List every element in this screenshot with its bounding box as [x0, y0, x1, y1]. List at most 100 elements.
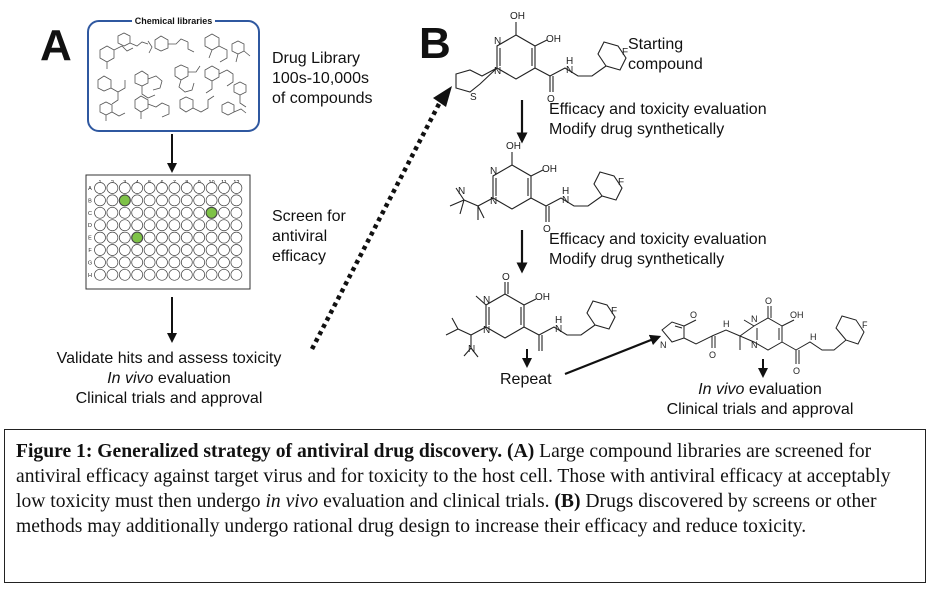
plate-well: [143, 268, 156, 281]
plate-well: [94, 268, 106, 281]
atom-n-11: N: [555, 324, 562, 335]
plate-well: [106, 256, 119, 269]
final-line-2: Clinical trials and approval: [666, 401, 854, 418]
molecule-final: [661, 306, 865, 364]
plate-well: [143, 256, 156, 269]
final-line-1: In vivo evaluation: [650, 380, 870, 400]
plate-well: [205, 268, 218, 281]
plate-well: [131, 256, 144, 269]
plate-well: [131, 182, 144, 194]
library-molecule-5: [231, 40, 251, 63]
plate-well: [156, 194, 168, 207]
plate-well: [168, 244, 181, 256]
atom-h-4: H: [723, 319, 730, 329]
plate-row-label: A: [88, 186, 92, 192]
plate-well: [156, 206, 168, 219]
plate-well: [193, 219, 206, 232]
library-molecule-4: [204, 33, 228, 63]
drug-library-line-2: 100s-10,000s: [272, 70, 369, 87]
atom-n-4: N: [490, 166, 497, 177]
arrow-repeat-to-final: [564, 334, 662, 376]
atom-o-1: O: [547, 94, 555, 105]
atom-oh-2: OH: [546, 34, 561, 45]
plate-well: [205, 194, 218, 207]
plate-well: [180, 244, 193, 256]
well-plate-grid: 123456789101112ABCDEFGH: [88, 180, 243, 281]
plate-well: [156, 244, 168, 256]
atom-o-3: O: [502, 272, 510, 283]
atom-h-2: H: [562, 186, 569, 197]
dotted-arrow-head: [433, 86, 452, 107]
plate-well: [168, 231, 181, 244]
in-vivo-italic: In vivo: [107, 370, 154, 387]
plate-well: [205, 182, 218, 194]
plate-well: [205, 244, 218, 256]
atom-o-7: O: [793, 366, 800, 376]
plate-well: [218, 256, 230, 269]
library-molecule-9: [204, 65, 234, 94]
screen-line-1: Screen for: [272, 208, 346, 225]
atom-o-2: O: [543, 224, 551, 235]
plate-well: [156, 182, 168, 194]
atom-n-12: N: [660, 340, 667, 350]
molecule-intermediate: [449, 152, 623, 222]
molecule-1-bonds: [455, 22, 627, 93]
plate-well: [106, 206, 119, 219]
plate-well: [118, 256, 131, 269]
library-molecule-8: [174, 64, 201, 93]
plate-well: [106, 182, 119, 194]
plate-well: [143, 182, 156, 194]
plate-well: [94, 256, 106, 269]
plate-well: [94, 194, 106, 207]
plate-row-label: G: [88, 260, 92, 266]
plate-well: [230, 244, 243, 256]
plate-well: [230, 182, 243, 194]
atom-h-1: H: [566, 56, 573, 67]
final-line-1-rest: evaluation: [744, 381, 822, 398]
plate-well: [131, 268, 144, 281]
atom-n-5: N: [490, 196, 497, 207]
plate-well: [94, 182, 106, 194]
plate-well: [193, 231, 206, 244]
final-text: In vivo evaluation Clinical trials and a…: [650, 380, 870, 420]
step-1-line-2: Modify drug synthetically: [549, 121, 725, 138]
plate-well: [118, 268, 131, 281]
plate-well: [94, 219, 106, 232]
plate-well: [218, 206, 230, 219]
atom-h-5: H: [810, 332, 817, 342]
step-2-line-2: Modify drug synthetically: [549, 251, 725, 268]
plate-well: [230, 231, 243, 244]
caption-b-text: Drugs discovered by screens or other met…: [16, 491, 877, 537]
plate-well: [168, 219, 181, 232]
molecule-2-bonds: [449, 152, 623, 222]
plate-well: [94, 244, 106, 256]
molecule-2-atoms: OH OH N N N O N H F: [458, 141, 624, 235]
dotted-arrow-to-panel-b: [310, 100, 442, 351]
plate-well: [193, 194, 206, 207]
atom-n-3: N: [566, 65, 573, 76]
library-molecule-6: [97, 75, 126, 105]
plate-well: [143, 194, 156, 207]
atom-o-6: O: [765, 296, 772, 306]
library-molecule-13: [179, 95, 215, 113]
plate-well: [131, 194, 144, 207]
atom-oh-6: OH: [790, 310, 804, 320]
caption-a-label: (A): [507, 441, 535, 462]
plate-well: [106, 244, 119, 256]
plate-well: [230, 256, 243, 269]
validate-line-2: In vivo evaluation: [18, 369, 320, 389]
plate-well-hit: [118, 194, 131, 207]
molecule-3-bonds: [445, 282, 616, 358]
plate-row-label: C: [88, 211, 92, 217]
atom-n-10: N: [468, 344, 475, 355]
screen-line-2: antiviral: [272, 228, 328, 245]
plate-well: [168, 256, 181, 269]
drug-library-line-1: Drug Library: [272, 50, 361, 67]
library-molecule-11: [99, 101, 126, 121]
step-1-line-1: Efficacy and toxicity evaluation: [549, 101, 767, 118]
plate-well: [106, 231, 119, 244]
plate-well: [193, 256, 206, 269]
plate-well: [143, 231, 156, 244]
panel-a-letter: A: [40, 21, 72, 70]
atom-f-3: F: [611, 306, 617, 317]
